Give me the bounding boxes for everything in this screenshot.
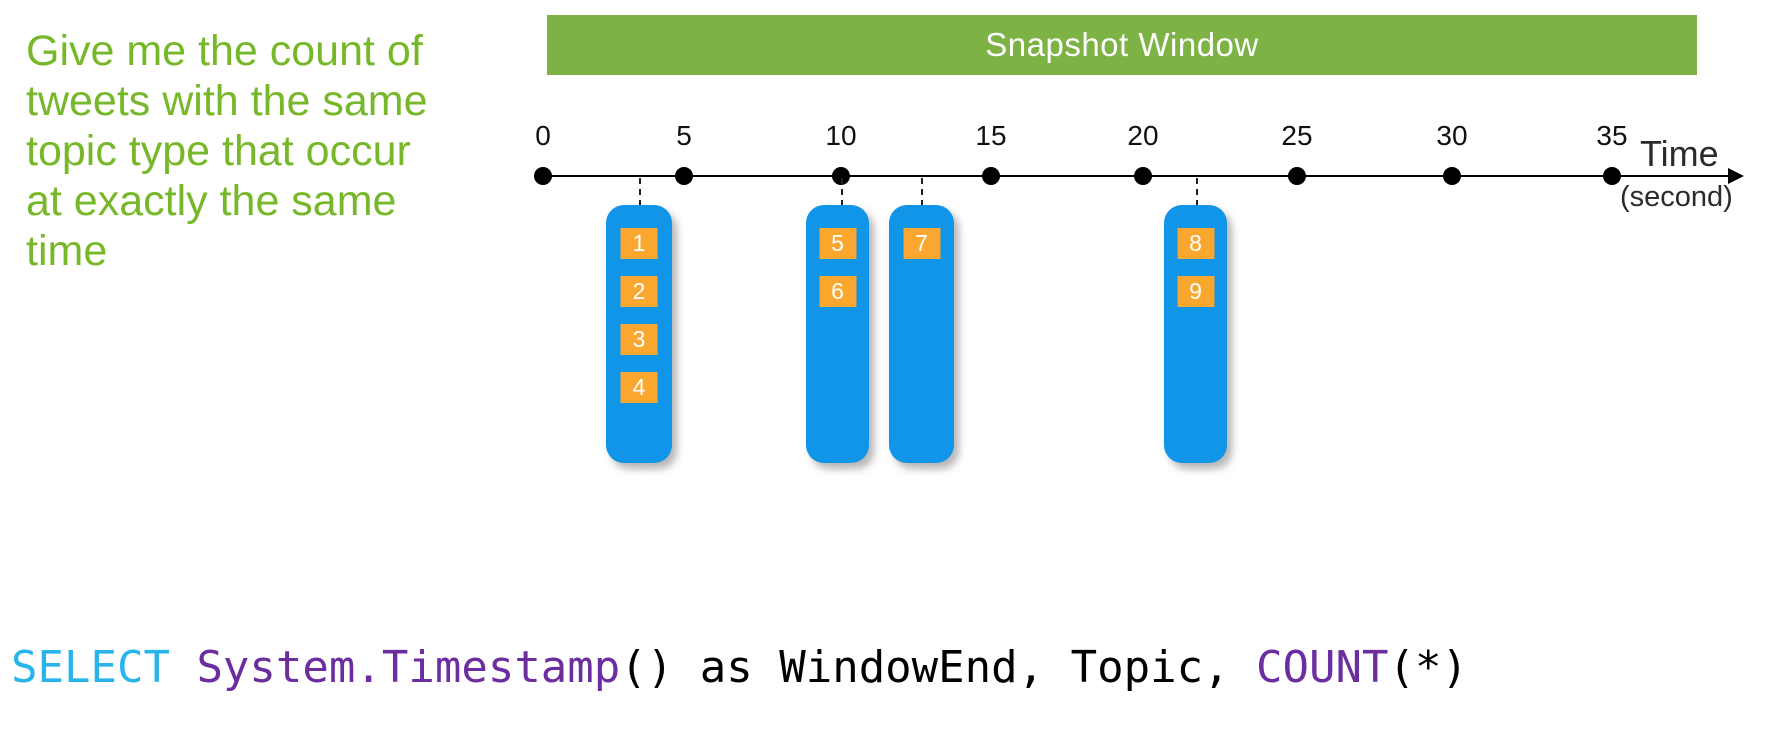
tick-label-20: 20 (1127, 120, 1159, 151)
tick-label-10: 10 (825, 120, 857, 151)
sql-token: SELECT (11, 642, 197, 693)
timeline-dot (982, 167, 1000, 185)
tick-label-35: 35 (1596, 120, 1628, 151)
tick-label-0: 0 (535, 120, 551, 151)
tick-label-15: 15 (975, 120, 1007, 151)
event-card: 3 (620, 324, 658, 355)
sql-code-block: SELECT System.Timestamp() as WindowEnd, … (11, 510, 1468, 744)
tick-label-5: 5 (676, 120, 692, 151)
timeline-dot (1443, 167, 1461, 185)
request-text-line: Give me the count of (26, 27, 423, 75)
timeline-dot (534, 167, 552, 185)
timeline-dot (832, 167, 850, 185)
snapshot-window-label: Snapshot Window (985, 26, 1259, 63)
event-group-4: 8 9 (1164, 205, 1227, 463)
dashed-connector (921, 178, 923, 206)
event-card: 5 (819, 228, 856, 259)
event-group-2: 5 6 (806, 205, 869, 463)
event-card: 9 (1177, 276, 1214, 307)
sql-token: System.Timestamp (196, 642, 621, 693)
event-card: 8 (1177, 228, 1214, 259)
axis-title: Time (1640, 133, 1719, 174)
sql-token: COUNT (1256, 642, 1389, 693)
timeline-dot (1288, 167, 1306, 185)
event-group-1: 1 2 3 4 (606, 205, 672, 463)
dashed-connector (639, 178, 641, 206)
sql-token: () as WindowEnd, Topic, (620, 642, 1257, 693)
timeline-arrowhead-icon (1728, 168, 1744, 184)
timeline-dot (1603, 167, 1621, 185)
timeline-dot (675, 167, 693, 185)
sql-token: (*) (1388, 642, 1468, 693)
tick-label-30: 30 (1436, 120, 1468, 151)
timeline-dot (1134, 167, 1152, 185)
request-text-line: time (26, 227, 108, 275)
event-card: 2 (620, 276, 658, 307)
event-card: 6 (819, 276, 856, 307)
request-text-line: at exactly the same (26, 177, 397, 225)
dashed-connector (841, 178, 843, 206)
axis-unit: (second) (1620, 181, 1733, 213)
request-text: Give me the count of tweets with the sam… (26, 26, 496, 276)
event-card: 7 (903, 228, 940, 259)
tick-label-25: 25 (1281, 120, 1313, 151)
event-group-3: 7 (889, 205, 954, 463)
request-text-line: tweets with the same (26, 77, 428, 125)
sql-code-line-1: SELECT System.Timestamp() as WindowEnd, … (11, 636, 1468, 699)
snapshot-window-banner: Snapshot Window (547, 15, 1697, 75)
event-card: 1 (620, 228, 658, 259)
request-text-line: topic type that occur (26, 127, 411, 175)
dashed-connector (1196, 178, 1198, 206)
event-card: 4 (620, 372, 658, 403)
